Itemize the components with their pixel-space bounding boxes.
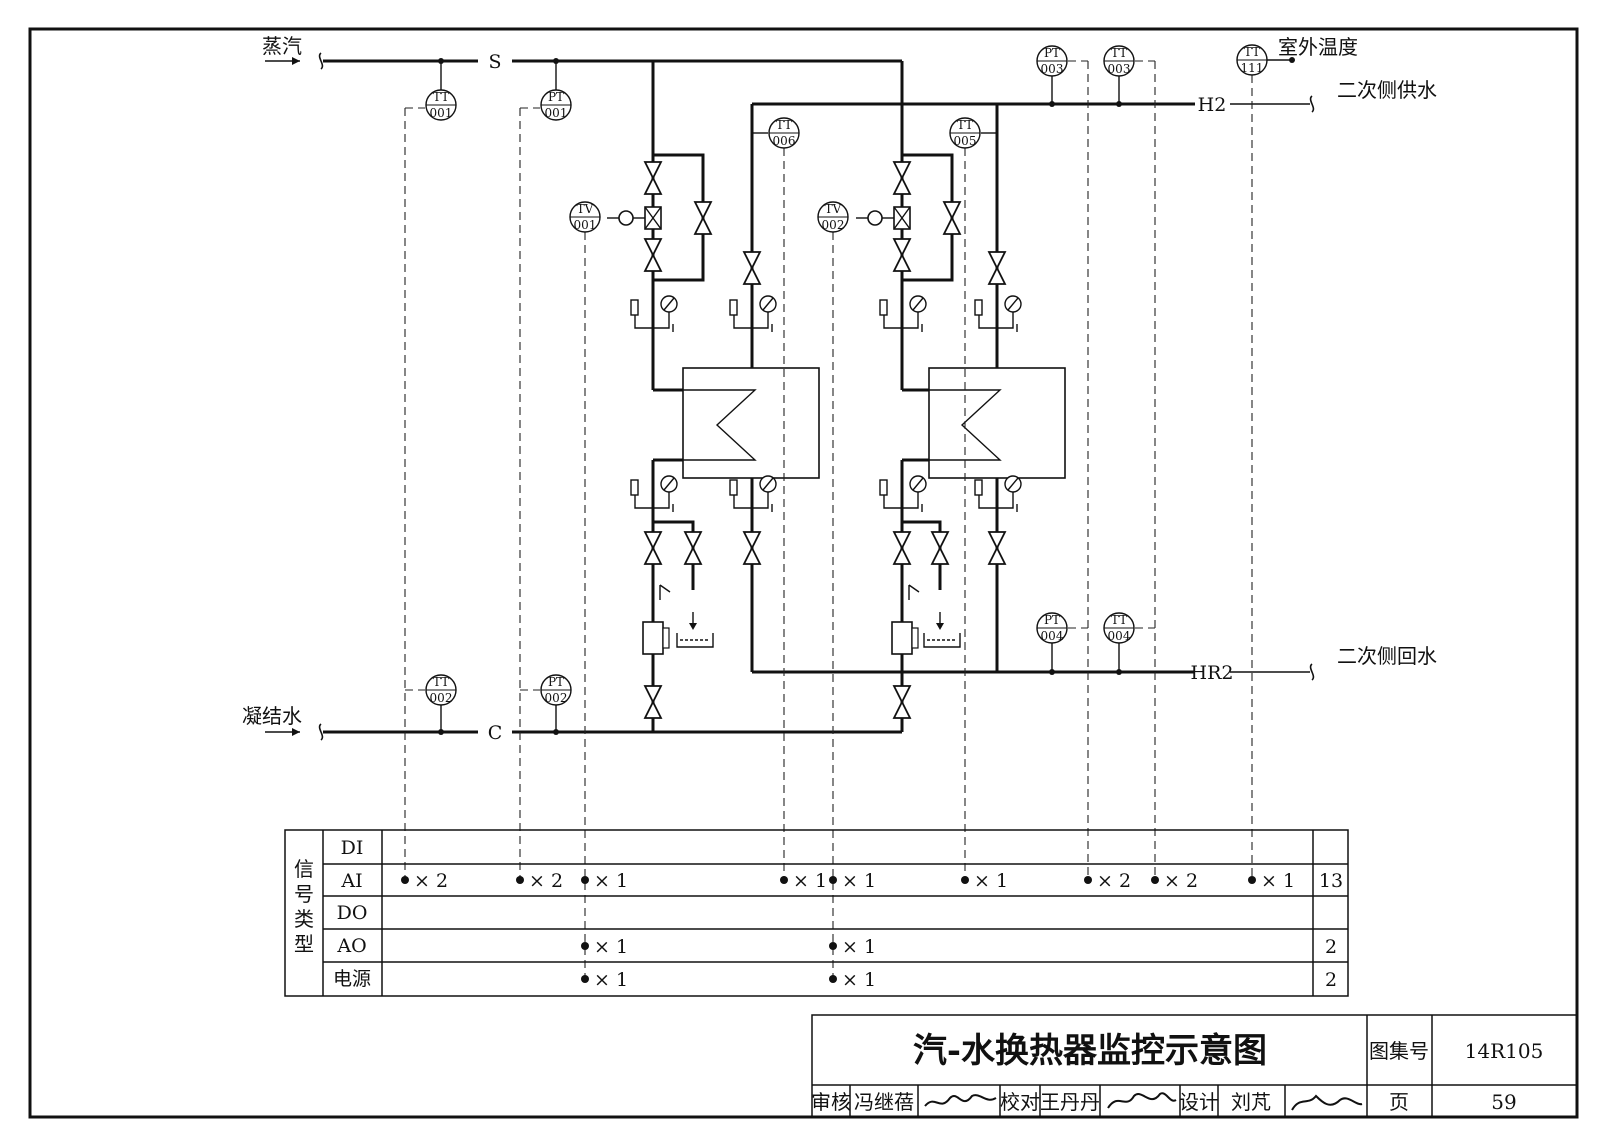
instrument-tt004: TT 004 [1103, 612, 1135, 644]
instrument-id: 003 [1108, 62, 1131, 76]
reviewer-signature [924, 1094, 997, 1107]
ao-entry: × 1 [594, 936, 628, 958]
drawing-title: 汽-水换热器监控示意图 [913, 1031, 1267, 1071]
instrument-type: TV [577, 202, 594, 216]
instrument-id: 002 [822, 218, 845, 232]
instrument-pt003: PT 003 [1036, 45, 1068, 77]
checker-signature [1107, 1092, 1177, 1109]
instrument-type: TT [1111, 613, 1127, 627]
ai-entry: × 1 [842, 870, 876, 892]
instrument-id: 004 [1108, 629, 1131, 643]
instrument-id: 005 [954, 134, 977, 148]
instrument-type: TV [825, 202, 842, 216]
row-label-ai: AI [340, 870, 362, 892]
ai-entry: × 2 [414, 870, 448, 892]
instrument-type: TT [433, 675, 449, 689]
designer-signature [1291, 1094, 1363, 1111]
instrument-type: PT [548, 675, 564, 689]
instrument-tt002: TT 002 [425, 674, 457, 706]
page-number: 59 [1491, 1090, 1516, 1114]
instrument-type: TT [1111, 46, 1127, 60]
group-label-char: 信 [294, 857, 314, 881]
instrument-tt003: TT 003 [1103, 45, 1135, 77]
node-s: S [488, 51, 501, 73]
instrument-id: 004 [1041, 629, 1064, 643]
instrument-type: PT [548, 90, 564, 104]
instrument-tt111: TT 111 [1236, 44, 1268, 76]
instrument-type: TT [957, 118, 973, 132]
instrument-type: TT [433, 90, 449, 104]
power-entry: × 1 [842, 969, 876, 991]
drawing-frame [28, 27, 1579, 1119]
instrument-type: TT [1244, 45, 1260, 59]
instrument-id: 111 [1241, 61, 1264, 75]
ai-entry: × 1 [974, 870, 1008, 892]
title-block: 汽-水换热器监控示意图 图集号 14R105 审核 冯继蓓 校对 王丹丹 设计 … [811, 1014, 1578, 1118]
row-label-di: DI [341, 837, 364, 859]
instrument-tv002: TV 002 [817, 201, 849, 233]
ao-entry: × 1 [842, 936, 876, 958]
group-label-char: 号 [294, 882, 314, 906]
outdoor-temp-label: 室外温度 [1278, 35, 1358, 59]
ai-entry: × 2 [529, 870, 563, 892]
node-h2: H2 [1198, 94, 1227, 116]
instrument-tt001: TT 001 [425, 89, 457, 121]
atlas-label: 图集号 [1369, 1039, 1429, 1063]
instrument-type: PT [1044, 613, 1060, 627]
steam-label: 蒸汽 [262, 34, 302, 58]
return-label: 二次侧回水 [1337, 644, 1437, 668]
instrument-id: 003 [1041, 62, 1064, 76]
instrument-id: 006 [773, 134, 796, 148]
atlas-number: 14R105 [1465, 1039, 1544, 1063]
supply-header [752, 95, 1315, 113]
ai-entry: × 1 [793, 870, 827, 892]
group-label-char: 类 [294, 907, 314, 931]
condensate-header [318, 710, 904, 741]
ao-total: 2 [1325, 936, 1337, 958]
supply-label: 二次侧供水 [1337, 78, 1437, 102]
group-label-char: 型 [294, 932, 314, 956]
power-total: 2 [1325, 969, 1337, 991]
exchanger-unit-1 [607, 61, 820, 732]
ai-entry: × 2 [1097, 870, 1131, 892]
steam-header [318, 52, 904, 78]
instrument-pt004: PT 004 [1036, 612, 1068, 644]
instrument-pt001: PT 001 [540, 89, 572, 121]
row-label-ao: AO [336, 935, 366, 957]
designer-name: 刘芃 [1231, 1090, 1271, 1114]
design-label: 设计 [1179, 1090, 1219, 1114]
ai-entry: × 1 [1261, 870, 1295, 892]
row-label-power: 电源 [333, 968, 371, 990]
instrument-type: PT [1044, 46, 1060, 60]
checker-name: 王丹丹 [1040, 1090, 1100, 1114]
ai-total: 13 [1319, 870, 1343, 892]
check-label: 校对 [1000, 1090, 1040, 1114]
instrument-id: 001 [574, 218, 597, 232]
instrument-id: 001 [545, 106, 568, 120]
node-c: C [488, 722, 503, 744]
page-label: 页 [1389, 1090, 1409, 1114]
instrument-pt002: PT 002 [540, 674, 572, 706]
reviewer-name: 冯继蓓 [854, 1090, 914, 1114]
node-hr2: HR2 [1191, 662, 1234, 684]
instrument-id: 002 [545, 691, 568, 705]
review-label: 审核 [811, 1090, 851, 1114]
instrument-tv001: TV 001 [569, 201, 601, 233]
ai-entry: × 2 [1164, 870, 1198, 892]
signal-table: 信 号 类 型 DI AI DO AO 电源 × 2 × 2 × 1 × 1 ×… [284, 829, 1349, 997]
row-label-do: DO [337, 902, 368, 924]
instrument-type: TT [776, 118, 792, 132]
signal-lines [404, 60, 1253, 980]
instrument-tt005: TT 005 [949, 117, 981, 149]
power-entry: × 1 [594, 969, 628, 991]
instrument-id: 001 [430, 106, 453, 120]
instrument-id: 002 [430, 691, 453, 705]
condensate-label: 凝结水 [242, 704, 302, 728]
exchanger-unit-2 [856, 78, 1066, 719]
instrument-tt006: TT 006 [768, 117, 800, 149]
ai-entry: × 1 [594, 870, 628, 892]
